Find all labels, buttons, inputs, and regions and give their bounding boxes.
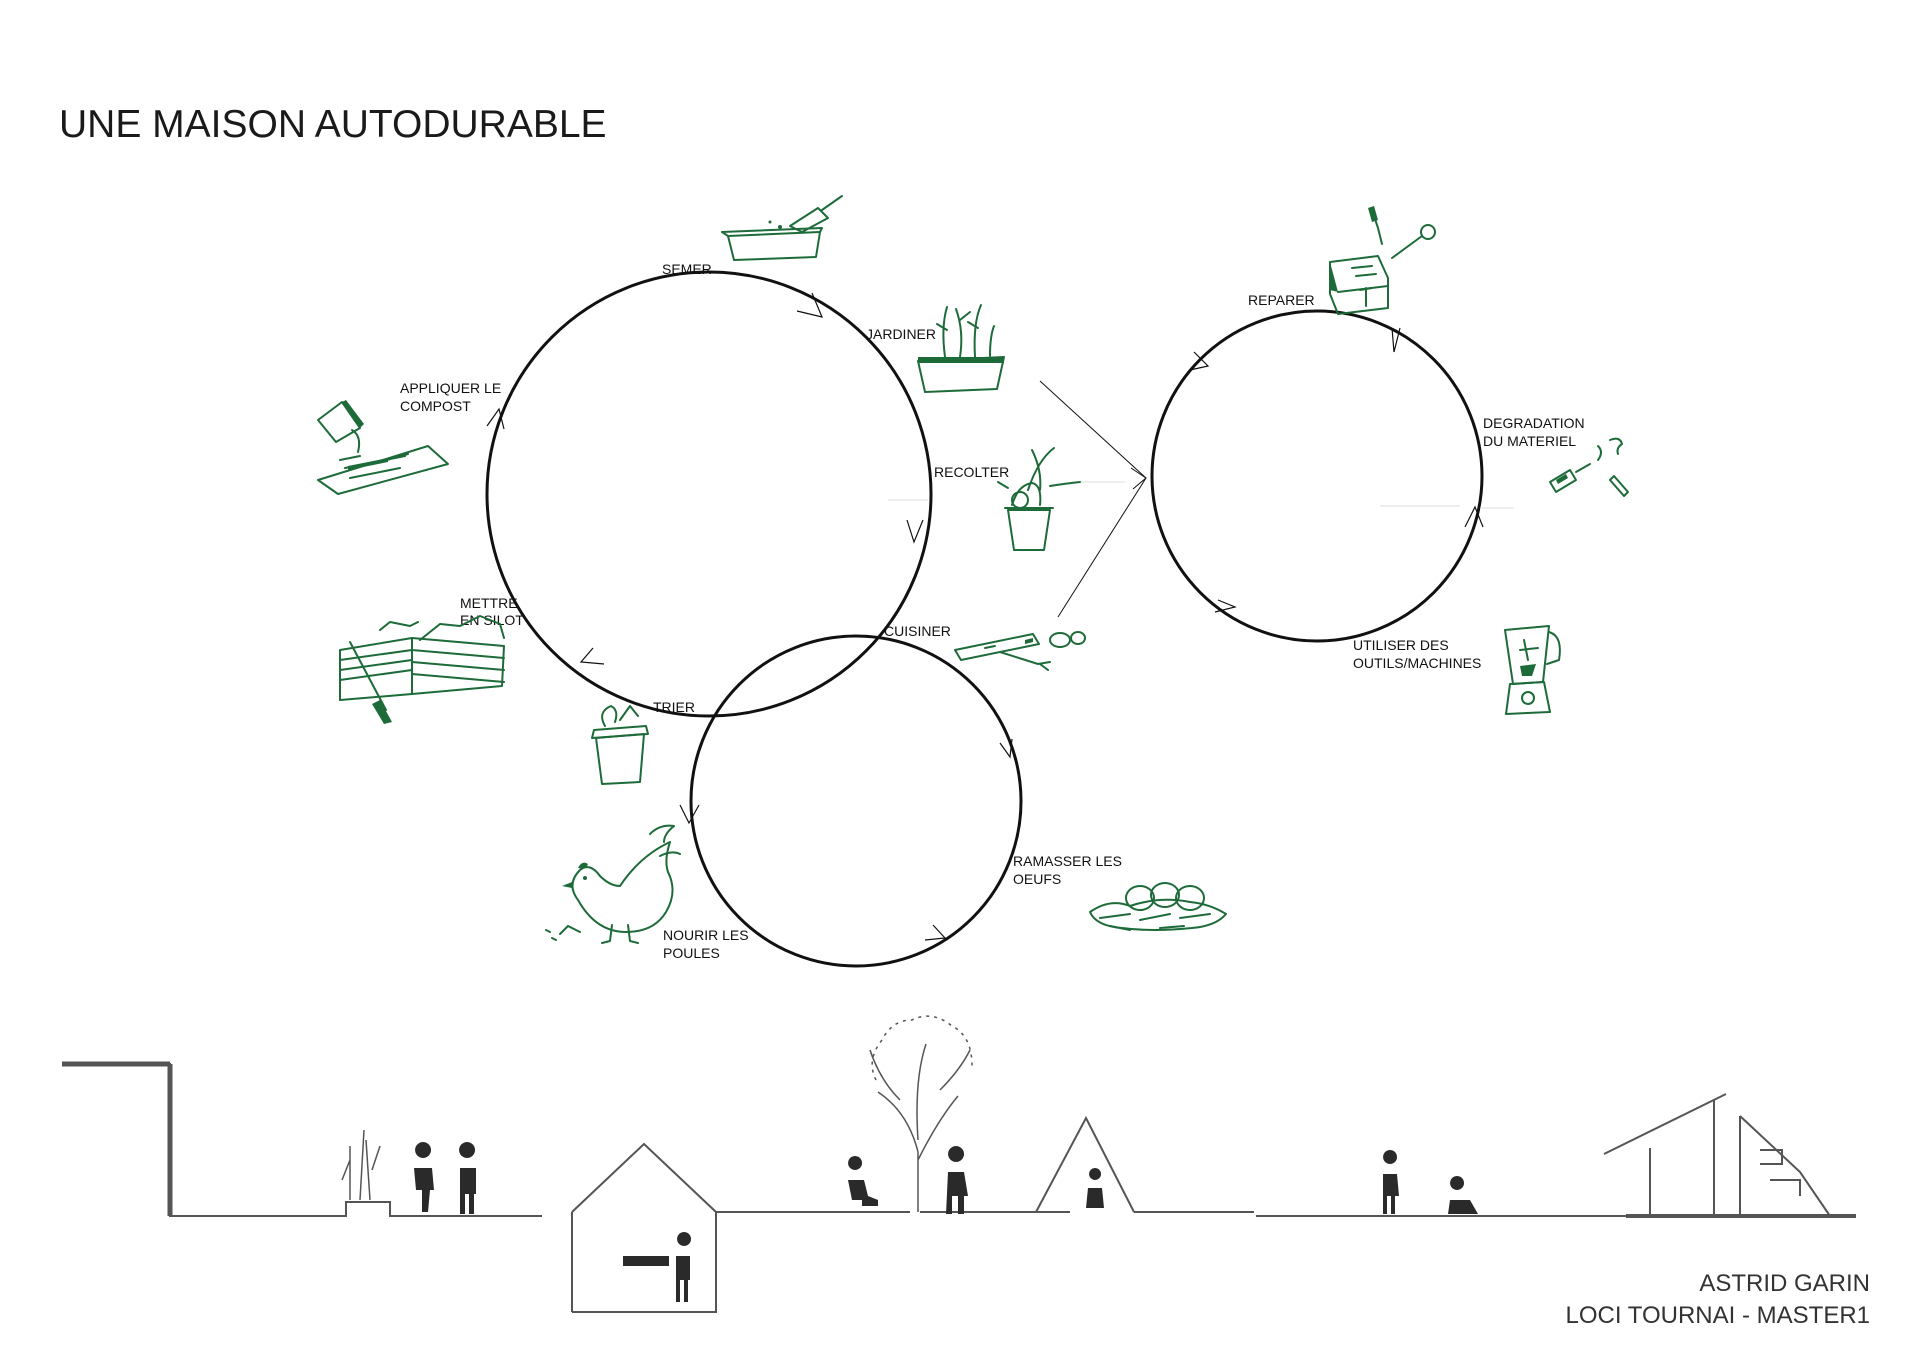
compost-bucket-icon bbox=[317, 400, 449, 495]
label-poules-2: POULES bbox=[663, 945, 720, 961]
label-outils-1: UTILISER DES bbox=[1353, 637, 1449, 653]
planter-icon bbox=[917, 304, 1005, 393]
label-recolter: RECOLTER bbox=[934, 464, 1009, 480]
label-jardiner: JARDINER bbox=[866, 326, 936, 342]
label-compost-1: APPLIQUER LE bbox=[400, 380, 501, 396]
poultry-cycle-circle bbox=[689, 634, 1023, 968]
direction-arrows bbox=[486, 292, 1484, 941]
label-degradation-2: DU MATERIEL bbox=[1483, 433, 1576, 449]
program-name: LOCI TOURNAI - MASTER1 bbox=[1565, 1302, 1871, 1329]
garden-cycle-circle bbox=[485, 270, 933, 718]
label-mettre-1: METTRE bbox=[460, 595, 518, 611]
harvest-bucket-icon bbox=[997, 447, 1081, 551]
seed-tray-trowel-icon bbox=[721, 195, 843, 261]
label-cuisiner: CUISINER bbox=[884, 623, 951, 639]
connector-lines bbox=[888, 380, 1514, 618]
label-oeufs-2: OEUFS bbox=[1013, 871, 1061, 887]
egg-nest-icon bbox=[1089, 882, 1227, 931]
sorting-bin-icon bbox=[591, 705, 649, 785]
label-outils-2: OUTILS/MACHINES bbox=[1353, 655, 1481, 671]
label-reparer: REPARER bbox=[1248, 292, 1315, 308]
label-poules-1: NOURIR LES bbox=[663, 927, 749, 943]
label-degradation-1: DEGRADATION bbox=[1483, 415, 1585, 431]
shrub bbox=[341, 1129, 381, 1201]
credits: ASTRID GARIN LOCI TOURNAI - MASTER1 bbox=[1566, 1268, 1871, 1332]
label-trier: TRIER bbox=[653, 699, 695, 715]
toaster-tools-icon bbox=[1329, 206, 1436, 315]
people-silhouettes bbox=[414, 1142, 1478, 1306]
cutting-board-icon bbox=[954, 631, 1086, 671]
label-semer: SEMER bbox=[662, 261, 712, 277]
hen-icon bbox=[545, 824, 681, 944]
author-name: ASTRID GARIN bbox=[1699, 1270, 1870, 1297]
page-title: UNE MAISON AUTODURABLE bbox=[59, 103, 607, 146]
ground-line bbox=[62, 1061, 1856, 1313]
repair-cycle-circle bbox=[1150, 309, 1484, 643]
label-compost-2: COMPOST bbox=[400, 398, 471, 414]
blender-icon bbox=[1504, 625, 1561, 715]
broken-tools-icon bbox=[1549, 437, 1629, 497]
greenhouse bbox=[1603, 1093, 1831, 1217]
label-oeufs-1: RAMASSER LES bbox=[1013, 853, 1122, 869]
silo-crates-icon bbox=[339, 615, 505, 724]
tree bbox=[869, 1015, 973, 1212]
